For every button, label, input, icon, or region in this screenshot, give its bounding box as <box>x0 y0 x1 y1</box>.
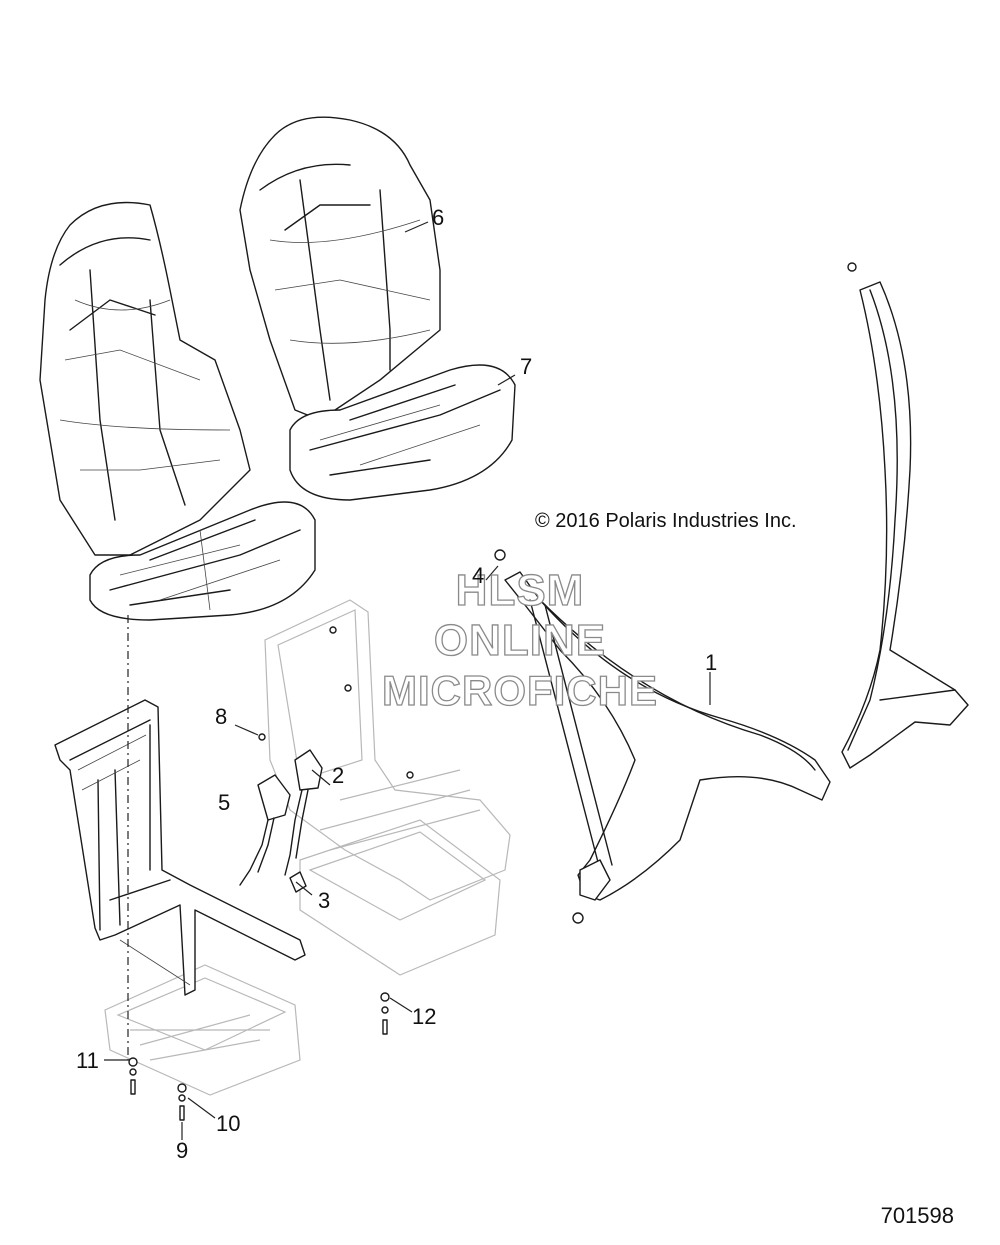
buckle-5 <box>239 774 291 886</box>
callout-1: 1 <box>705 650 717 675</box>
seat-left <box>39 201 316 621</box>
callout-3: 3 <box>318 888 330 913</box>
copyright-text: © 2016 Polaris Industries Inc. <box>535 510 797 532</box>
callout-9: 9 <box>176 1138 188 1163</box>
callout-2: 2 <box>332 763 344 788</box>
watermark-line2: ONLINE <box>434 616 606 665</box>
callout-11: 11 <box>76 1048 99 1073</box>
watermark-line1: HLSM <box>456 566 585 615</box>
callout-6: 6 <box>432 205 444 230</box>
callout-5: 5 <box>218 790 230 815</box>
watermark-line3: MICROFICHE <box>382 667 658 714</box>
callout-8: 8 <box>215 704 227 729</box>
seat-right <box>239 116 516 501</box>
callout-12: 12 <box>412 1004 436 1029</box>
seat-belt-right <box>841 281 969 769</box>
buckle-2 <box>284 749 323 893</box>
watermark: HLSM ONLINE MICROFICHE <box>381 565 658 714</box>
drawing-number: 701598 <box>881 1203 954 1228</box>
fasteners <box>128 262 857 1121</box>
callout-7: 7 <box>520 354 532 379</box>
seat-belt-1 <box>504 571 831 901</box>
ghost-seat-frame-right <box>264 599 511 976</box>
ghost-seat-base-left <box>104 964 301 1096</box>
seat-frame <box>54 699 306 996</box>
leader-lines <box>104 221 711 1140</box>
callout-4: 4 <box>472 563 484 588</box>
callout-10: 10 <box>216 1111 240 1136</box>
